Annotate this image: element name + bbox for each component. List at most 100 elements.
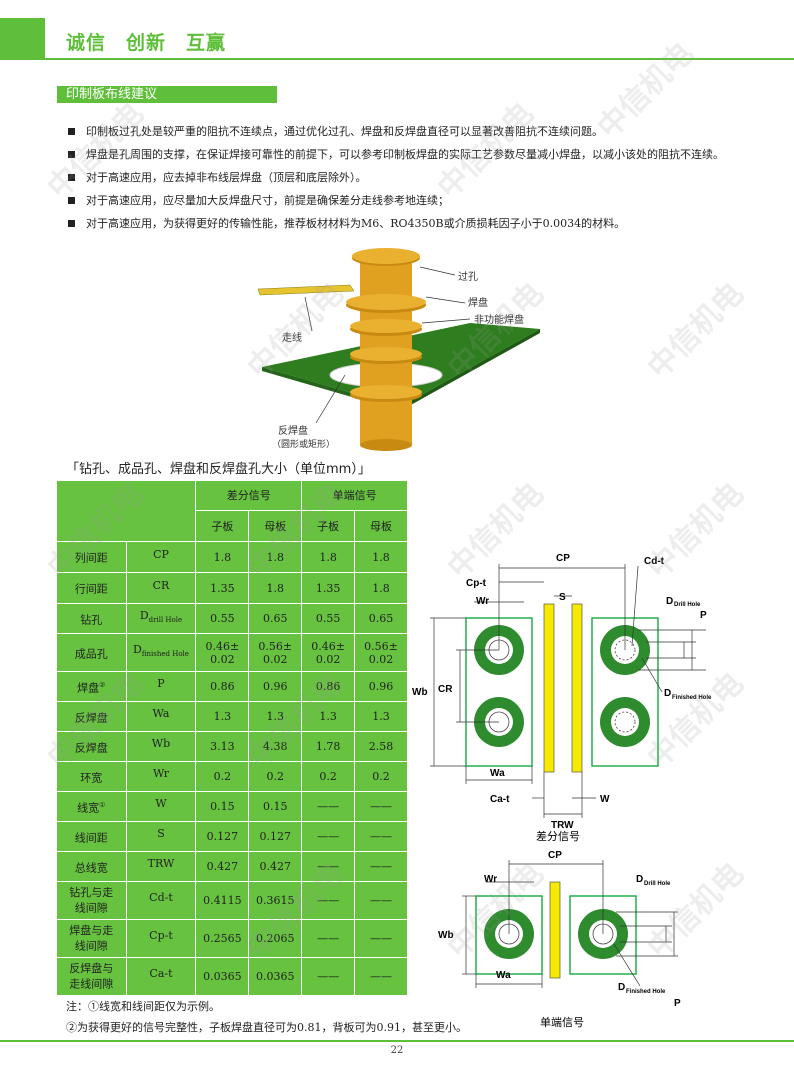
row-param-name: 反焊盘与 走线间隙 xyxy=(56,957,127,996)
single-dim-wr: Wr xyxy=(484,874,497,885)
antipad-note: （圆形或矩形） xyxy=(272,438,335,450)
single-dim-p: P xyxy=(674,998,681,1009)
row-value: 0.2 xyxy=(354,761,408,792)
row-value: 0.2 xyxy=(248,761,303,792)
row-value: 0.427 xyxy=(195,851,250,882)
table-heading: 「钻孔、成品孔、焊盘和反焊盘孔大小（单位mm）」 xyxy=(66,462,371,477)
bullet-item: 对于高速应用，应去掉非布线层焊盘（顶层和底层除外）。 xyxy=(66,166,726,189)
row-value: 1.78 xyxy=(301,731,356,762)
row-value: 0.127 xyxy=(195,821,250,852)
row-symbol: Wb xyxy=(125,731,197,762)
row-value: 0.55 xyxy=(301,603,356,634)
header-accent-block xyxy=(0,18,45,58)
diff-signal-figure: CP Cd-t Cp-t Wr S D Drill Hole P Wb CR D… xyxy=(412,553,712,842)
row-value: 1.8 xyxy=(195,541,250,573)
table-sub-header: 母板 xyxy=(354,510,408,542)
dim-cpt: Cp-t xyxy=(466,578,487,589)
row-value: 1.35 xyxy=(301,572,356,604)
row-value: 1.3 xyxy=(195,701,250,732)
row-symbol: Ca-t xyxy=(125,957,197,996)
single-dim-d-drill-sub: Drill Hole xyxy=(644,881,671,887)
row-param-name: 钻孔与走 线间隙 xyxy=(56,881,127,920)
row-value: —— xyxy=(354,881,408,920)
bullet-list: 印制板过孔处是较严重的阻抗不连续点，通过优化过孔、焊盘和反焊盘直径可以显著改善阻… xyxy=(66,120,726,235)
header-slogan: 诚信 创新 互赢 xyxy=(66,32,227,54)
row-value: 0.15 xyxy=(195,791,250,822)
row-value: 4.38 xyxy=(248,731,303,762)
row-param-name: 反焊盘 xyxy=(56,701,127,732)
row-symbol: Cd-t xyxy=(125,881,197,920)
page-number: 22 xyxy=(390,1045,404,1056)
dim-s: S xyxy=(559,592,566,603)
row-value: —— xyxy=(301,851,356,882)
single-dim-d-drill: D xyxy=(636,874,643,885)
watermark-text: 中信机电 xyxy=(641,276,751,386)
single-dim-cp: CP xyxy=(548,850,562,861)
row-value: —— xyxy=(354,957,408,996)
table-sub-header: 子板 xyxy=(195,510,250,542)
via-top xyxy=(352,248,420,264)
row-value: 0.2065 xyxy=(248,919,303,958)
dim-d-finished-sub: Finished Hole xyxy=(672,695,712,701)
single-caption: 单端信号 xyxy=(540,1016,584,1029)
dim-w: W xyxy=(600,794,610,805)
note-2: ②为获得更好的信号完整性，子板焊盘直径可为0.81，背板可为0.91，甚至更小。 xyxy=(66,1021,467,1034)
row-value: 0.127 xyxy=(248,821,303,852)
row-param-name: 钻孔 xyxy=(56,603,127,634)
row-value: 0.96 xyxy=(248,671,303,702)
row-value: —— xyxy=(301,919,356,958)
via-label: 过孔 xyxy=(458,270,478,283)
pad-label: 焊盘 xyxy=(468,296,488,309)
row-symbol: W xyxy=(125,791,197,822)
dim-d-finished: D xyxy=(664,688,671,699)
row-symbol: P xyxy=(125,671,197,702)
row-param-name: 环宽 xyxy=(56,761,127,792)
dim-wa-diff: Wa xyxy=(490,768,505,779)
diff-trace-1 xyxy=(543,603,555,773)
dim-trw: TRW xyxy=(551,820,574,831)
dim-wr-diff: Wr xyxy=(476,596,489,607)
table-sub-header: 子板 xyxy=(301,510,356,542)
single-dim-wa: Wa xyxy=(496,970,511,981)
row-value: —— xyxy=(301,957,356,996)
bullet-item: 焊盘是孔周围的支撑，在保证焊接可靠性的前提下，可以参考印制板焊盘的实际工艺参数尽… xyxy=(66,143,726,166)
note-1: 注：①线宽和线间距仅为示例。 xyxy=(66,1000,220,1013)
row-value: 0.96 xyxy=(354,671,408,702)
row-param-name: 行间距 xyxy=(56,572,127,604)
dim-cr: CR xyxy=(438,684,453,695)
dim-d-drill-sub: Drill Hole xyxy=(674,602,701,608)
row-value: 0.427 xyxy=(248,851,303,882)
row-value: —— xyxy=(354,791,408,822)
row-value: 0.86 xyxy=(195,671,250,702)
row-value: 0.0365 xyxy=(248,957,303,996)
single-signal-figure: CP Wr D Drill Hole Wb Wa D Finished Hole… xyxy=(438,850,681,1029)
row-value: —— xyxy=(301,821,356,852)
row-value: 1.8 xyxy=(248,572,303,604)
row-value: 0.3615 xyxy=(248,881,303,920)
single-dim-wb: Wb xyxy=(438,930,454,941)
dim-wb-diff: Wb xyxy=(412,687,428,698)
row-value: 0.65 xyxy=(354,603,408,634)
row-symbol: Wr xyxy=(125,761,197,792)
table-group-single: 单端信号 xyxy=(301,480,408,511)
row-value: 2.58 xyxy=(354,731,408,762)
via-pads xyxy=(346,294,426,402)
single-trace xyxy=(549,881,561,979)
row-value: 0.55 xyxy=(195,603,250,634)
nonfunc-pad-label: 非功能焊盘 xyxy=(474,313,524,326)
diff-caption: 差分信号 xyxy=(536,829,580,842)
row-value: —— xyxy=(354,919,408,958)
row-value: 1.8 xyxy=(248,541,303,573)
row-value: 0.65 xyxy=(248,603,303,634)
row-symbol: Wa xyxy=(125,701,197,732)
